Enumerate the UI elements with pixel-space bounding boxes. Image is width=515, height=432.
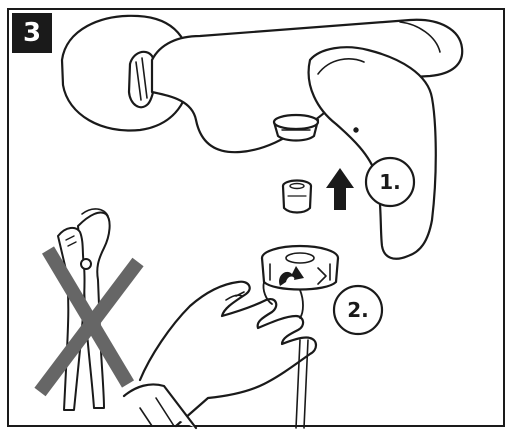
faucet-body xyxy=(152,20,462,259)
aerator-insert xyxy=(283,181,311,213)
aerator-key-tool xyxy=(262,246,338,290)
hand xyxy=(124,282,316,428)
callout-1: 1. xyxy=(366,158,414,206)
step-number-badge: 3 xyxy=(12,13,52,53)
crossed-out-pliers-icon xyxy=(40,209,138,410)
callout-2-label: 2. xyxy=(347,298,369,322)
callout-2: 2. xyxy=(334,286,382,334)
callout-1-label: 1. xyxy=(379,170,401,194)
up-arrow-icon xyxy=(326,168,354,210)
